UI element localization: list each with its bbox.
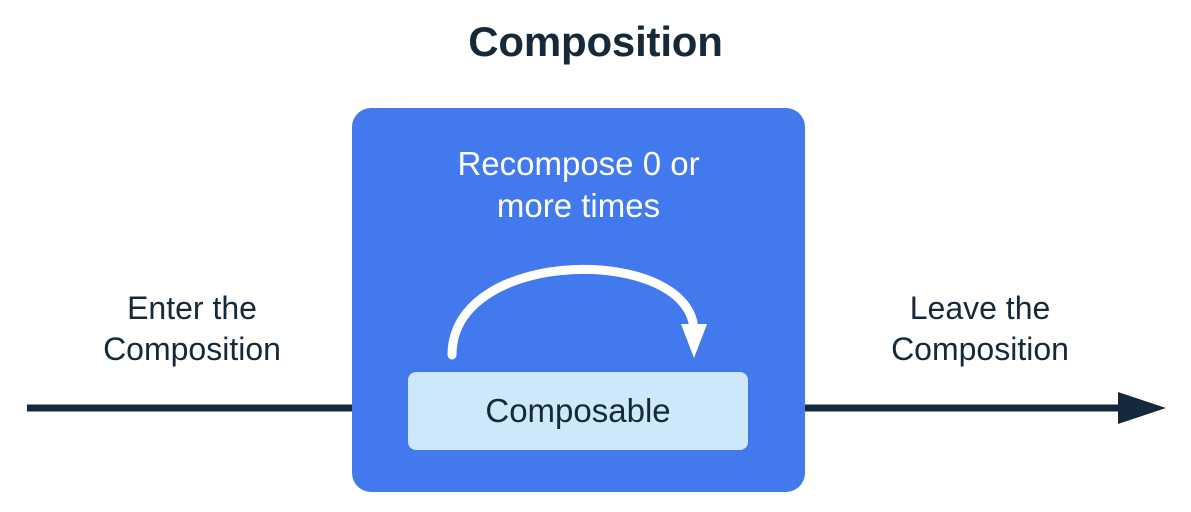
leave-arrow-head (1118, 392, 1166, 424)
recompose-label: Recompose 0 or more times (457, 145, 700, 225)
leave-composition-label: Leave the Composition (891, 290, 1069, 367)
leave-arrow-icon (748, 392, 1166, 424)
composable-box (408, 372, 748, 450)
enter-composition-label: Enter the Composition (103, 290, 281, 367)
composable-label: Composable (485, 392, 671, 429)
page-title: Composition (468, 18, 723, 65)
